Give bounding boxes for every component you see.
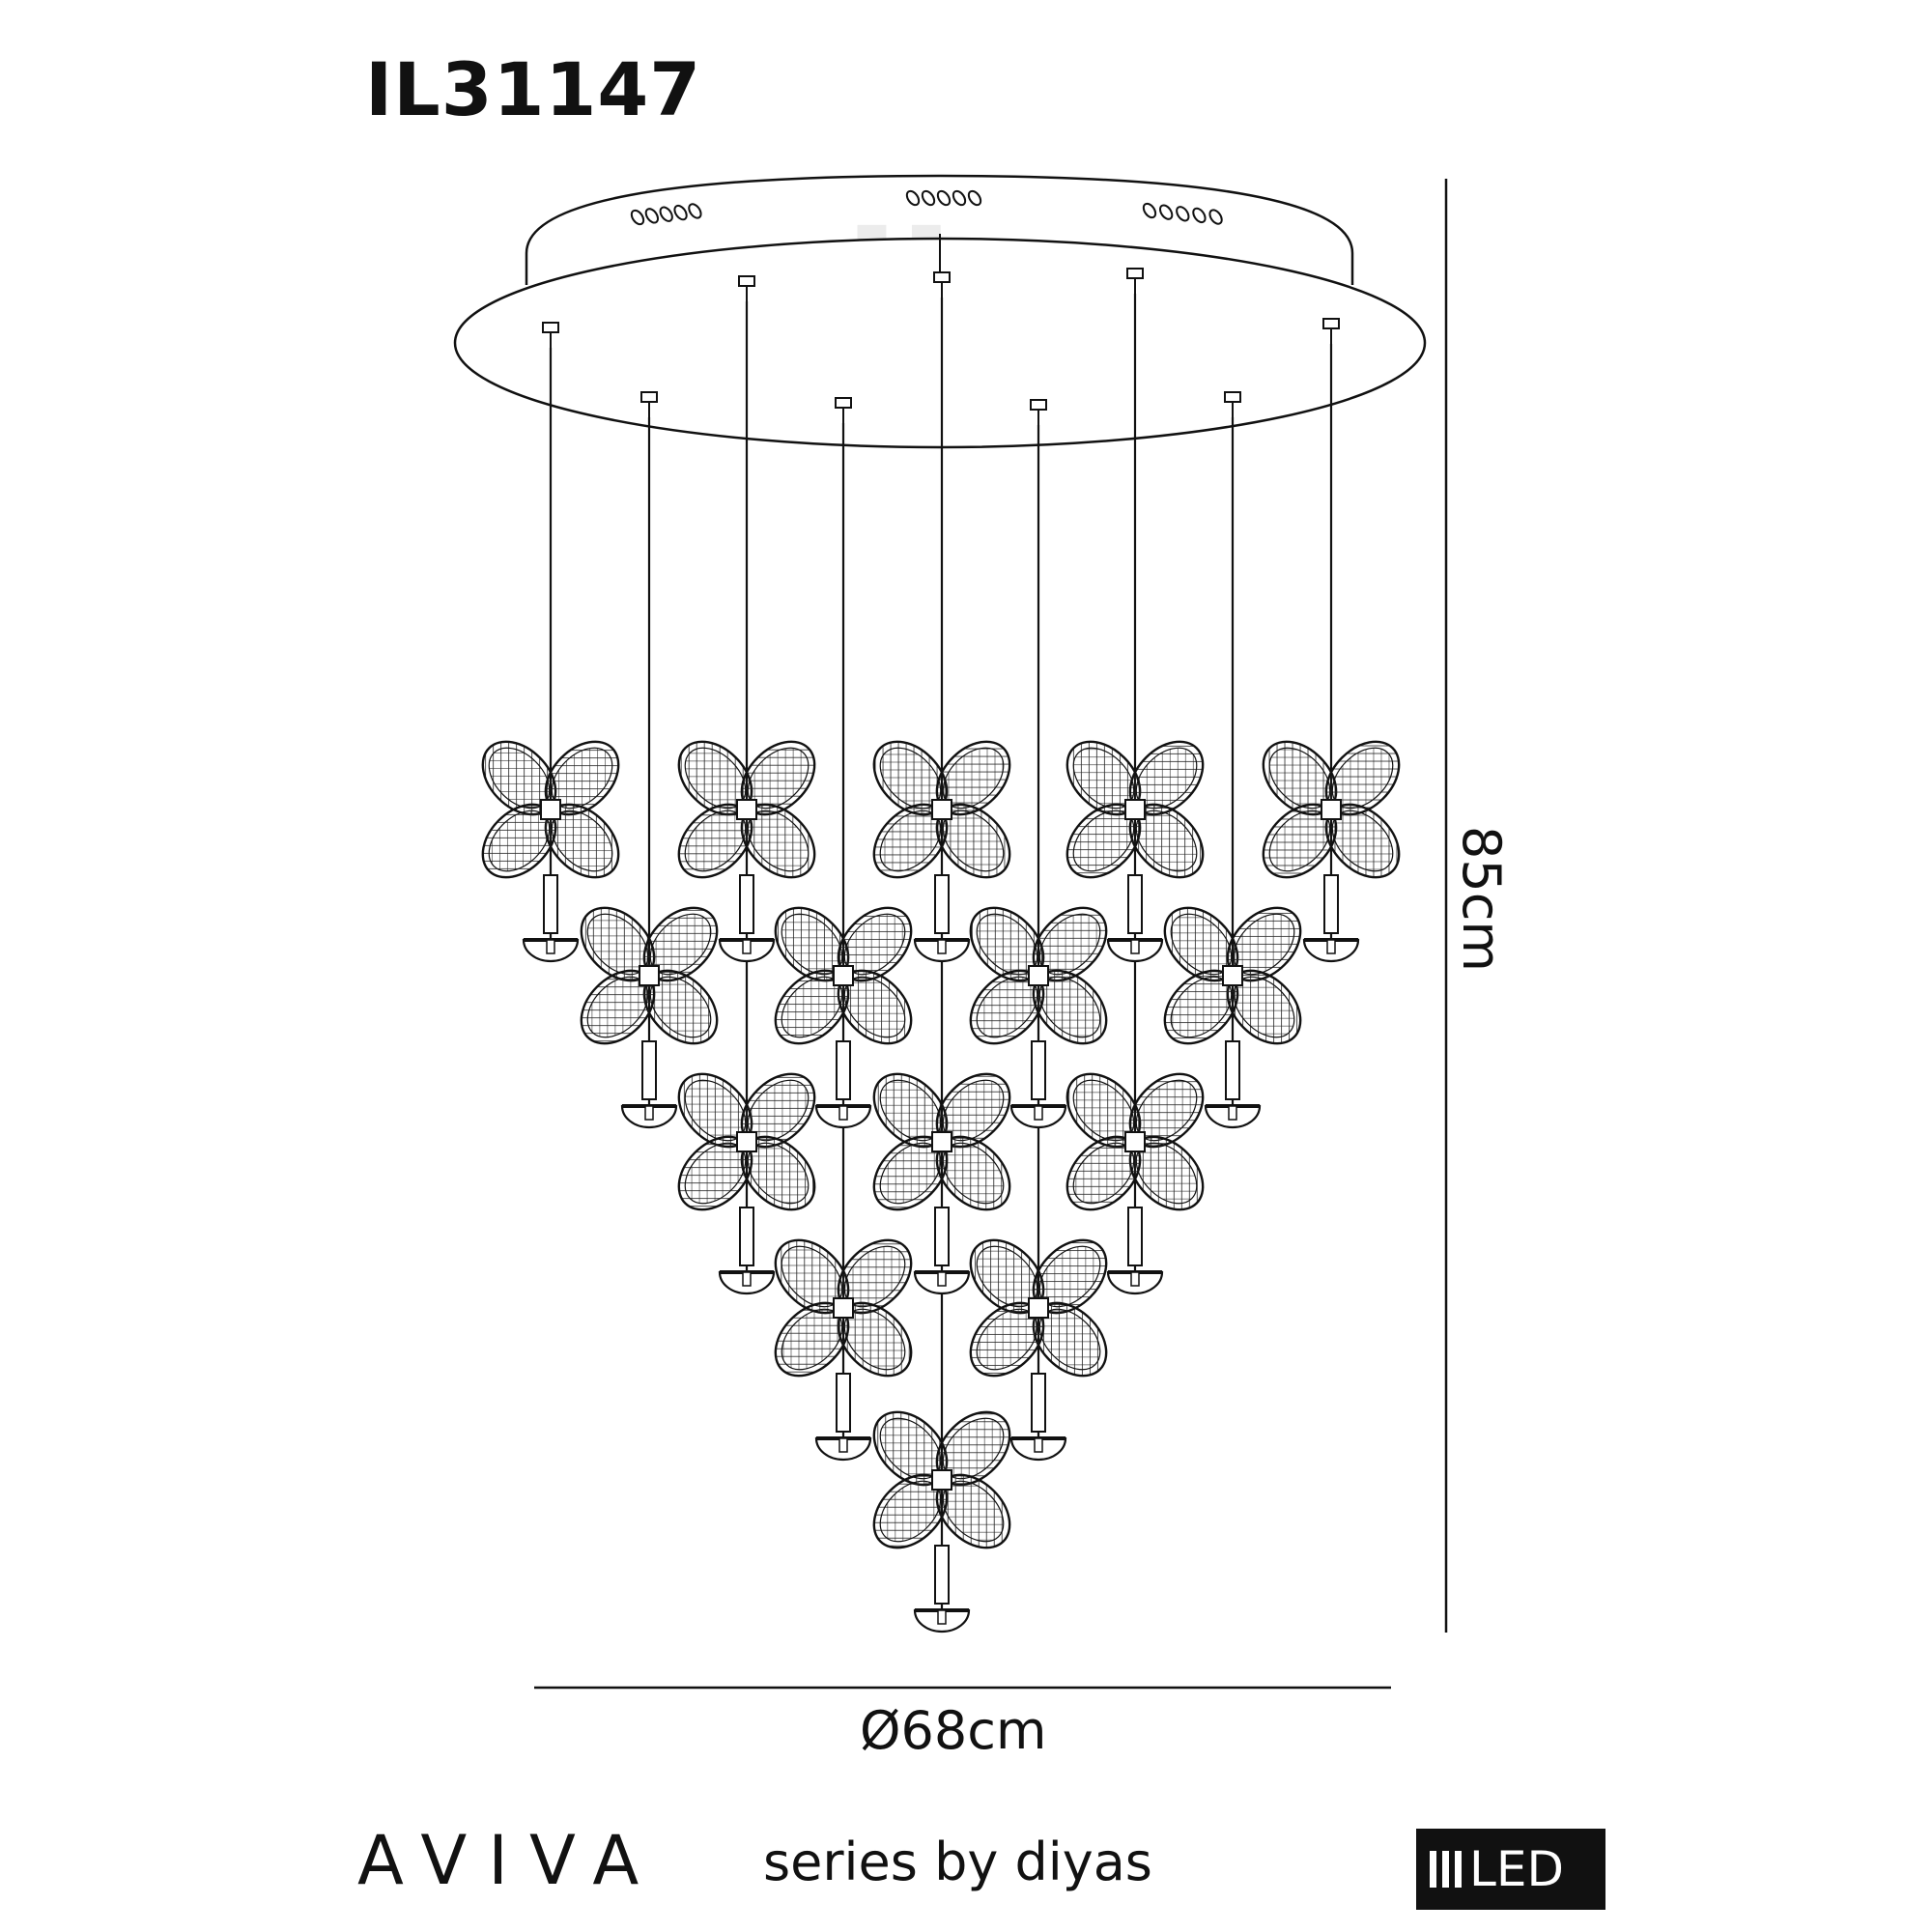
crystal-flower-pendant: [872, 1072, 1011, 1295]
flower-center: [931, 1131, 952, 1152]
dome-connector: [937, 1609, 947, 1625]
dome-connector: [1130, 939, 1140, 954]
stem-tube: [934, 1545, 950, 1605]
canopy-vents: [630, 189, 1223, 226]
stem-tube: [836, 1040, 851, 1100]
dome-connector: [546, 939, 555, 954]
crystal-flower-pendant: [1163, 906, 1302, 1129]
crystal-flower-pendant: [1262, 740, 1401, 963]
led-badge: LED: [1416, 1829, 1605, 1910]
dome-connector: [838, 1105, 848, 1121]
model-code: IL31147: [365, 46, 702, 132]
led-bars-icon: [1430, 1851, 1462, 1888]
vent-slot: [630, 209, 645, 226]
cable-mount: [1224, 391, 1241, 403]
dome-connector: [1034, 1437, 1043, 1453]
height-dimension-label: 85cm: [1451, 826, 1512, 973]
vent-slot: [967, 189, 982, 207]
dome-connector: [742, 939, 752, 954]
cable-mount: [933, 271, 951, 283]
dome-connector: [644, 1105, 654, 1121]
flower-center: [736, 799, 757, 820]
stem-tube: [1323, 874, 1339, 934]
flower-center: [833, 965, 854, 986]
diameter-dimension-label: Ø68cm: [860, 1700, 1047, 1761]
flower-center: [540, 799, 561, 820]
crystal-flower-pendant: [872, 1410, 1011, 1634]
crystal-flower-pendant: [580, 906, 719, 1129]
vent-slot: [1192, 207, 1207, 224]
vent-slot: [644, 208, 660, 224]
flower-center: [736, 1131, 757, 1152]
flower-center: [1124, 799, 1146, 820]
cable-mount: [835, 397, 852, 409]
vent-slot: [936, 189, 952, 207]
stem-tube: [1031, 1373, 1046, 1433]
stem-tube: [641, 1040, 657, 1100]
flower-center: [1028, 965, 1049, 986]
crystal-flower-pendant: [1065, 1072, 1205, 1295]
dome-connector: [1326, 939, 1336, 954]
crystal-flower-pendant: [774, 906, 913, 1129]
crystal-flower-pendant: [1065, 740, 1205, 963]
stem-tube: [934, 1207, 950, 1266]
flower-center: [931, 1469, 952, 1491]
vent-slot: [905, 189, 921, 207]
dome-connector: [937, 1271, 947, 1287]
stem-tube: [1127, 1207, 1143, 1266]
vent-slot: [1208, 209, 1223, 225]
vent-slot: [688, 203, 702, 219]
flower-pendants: [481, 740, 1401, 1634]
vent-slot: [1176, 206, 1190, 222]
stem-tube: [543, 874, 558, 934]
flower-center: [1321, 799, 1342, 820]
crystal-flower-pendant: [481, 740, 620, 963]
vent-slot: [952, 189, 967, 207]
flower-center: [833, 1297, 854, 1319]
stem-tube: [836, 1373, 851, 1433]
crystal-flower-pendant: [969, 906, 1108, 1129]
crystal-flower-pendant: [969, 1238, 1108, 1462]
flower-center: [639, 965, 660, 986]
flower-center: [1222, 965, 1243, 986]
flower-center: [1124, 1131, 1146, 1152]
dome-connector: [1034, 1105, 1043, 1121]
vent-slot: [673, 204, 688, 221]
series-tagline: series by diyas: [763, 1832, 1152, 1892]
series-name: AVIVA: [357, 1821, 661, 1900]
vent-slot: [1158, 204, 1174, 220]
stem-tube: [739, 1207, 754, 1266]
cable-mount: [1126, 268, 1144, 279]
stem-tube: [1127, 874, 1143, 934]
crystal-flower-pendant: [677, 1072, 816, 1295]
cable-mount: [1030, 399, 1047, 411]
stem-tube: [1225, 1040, 1240, 1100]
cable-mount: [1322, 318, 1340, 329]
crystal-flower-pendant: [872, 740, 1011, 963]
led-badge-text: LED: [1469, 1841, 1564, 1897]
crystal-flower-pendant: [677, 740, 816, 963]
dome-connector: [742, 1271, 752, 1287]
dome-connector: [838, 1437, 848, 1453]
stem-tube: [1031, 1040, 1046, 1100]
cable-mount: [738, 275, 755, 287]
ceiling-canopy: [453, 174, 1427, 449]
dome-connector: [1228, 1105, 1237, 1121]
cable-mount: [542, 322, 559, 333]
flower-center: [1028, 1297, 1049, 1319]
flower-center: [931, 799, 952, 820]
stem-tube: [739, 874, 754, 934]
crystal-flower-pendant: [774, 1238, 913, 1462]
dome-connector: [937, 939, 947, 954]
dome-connector: [1130, 1271, 1140, 1287]
vent-slot: [659, 206, 673, 222]
vent-slot: [1142, 202, 1157, 219]
vent-slot: [921, 189, 936, 207]
stem-tube: [934, 874, 950, 934]
cable-mount: [640, 391, 658, 403]
